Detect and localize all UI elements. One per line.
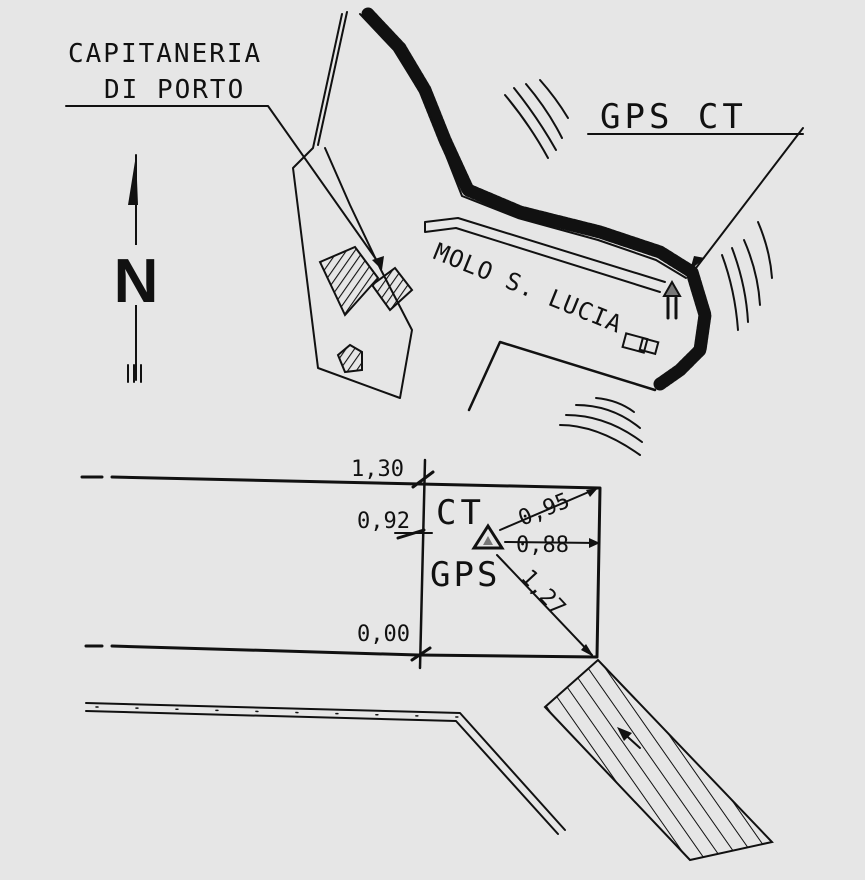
quay-outline: [80, 475, 602, 659]
detail-plan: 1,30 0,92 0,00 CT GPS 0,95 0,88 1,27: [80, 457, 774, 862]
pier-block: [621, 332, 649, 354]
elevation-1-30: 1,30: [351, 457, 404, 482]
pier-block-2: [638, 336, 660, 356]
section-line: [418, 458, 427, 670]
gps-marker-map: [662, 279, 682, 297]
north-arrow-head: [128, 155, 138, 205]
annex-building: [370, 266, 414, 312]
capitaneria-plot: [292, 11, 413, 399]
north-letter: N: [114, 247, 159, 316]
gps-marker-detail: [471, 523, 505, 550]
ramp-arrowhead: [617, 727, 632, 741]
distance-1-27: 1,27: [516, 565, 570, 621]
waves-1: [504, 79, 569, 159]
distance-0-95: 0,95: [515, 489, 573, 532]
elevation-0-92: 0,92: [357, 509, 410, 534]
ramp: [543, 658, 774, 862]
gps-ct-leader-line: [587, 127, 804, 269]
north-arrow: N: [112, 154, 160, 383]
breakwater: [359, 7, 712, 391]
capitaneria-label-2: DI PORTO: [104, 75, 245, 105]
waves-3: [559, 397, 643, 456]
gps-ct-arrowhead: [690, 256, 705, 270]
small-building: [336, 343, 363, 374]
molo-label: MOLO S. LUCIA: [430, 238, 627, 339]
gps-label: GPS: [430, 555, 500, 595]
capitaneria-building: [318, 245, 380, 317]
capitaneria-label-1: CAPITANERIA: [68, 39, 262, 69]
capitaneria-leader-line: [65, 105, 379, 263]
molo-pier: [424, 217, 666, 412]
elevation-0-00: 0,00: [357, 622, 410, 647]
port-map: CAPITANERIA DI PORTO: [65, 7, 804, 456]
gps-ct-label: GPS CT: [600, 97, 747, 137]
dist-line-3: [496, 554, 593, 656]
lower-quay-edge: [85, 702, 566, 835]
gps-marker-post: [666, 296, 678, 320]
dist-line-2: [504, 541, 599, 544]
gps-marker-fill: [483, 536, 493, 545]
distance-0-88: 0,88: [516, 533, 569, 558]
waves-2: [721, 221, 773, 331]
dist-arrow-3: [581, 644, 594, 657]
dist-line-1: [499, 487, 599, 531]
north-letter-bg: [112, 245, 160, 305]
dist-arrow-1: [586, 488, 598, 497]
ct-label: CT: [436, 493, 485, 533]
dist-arrow-2: [589, 538, 600, 548]
